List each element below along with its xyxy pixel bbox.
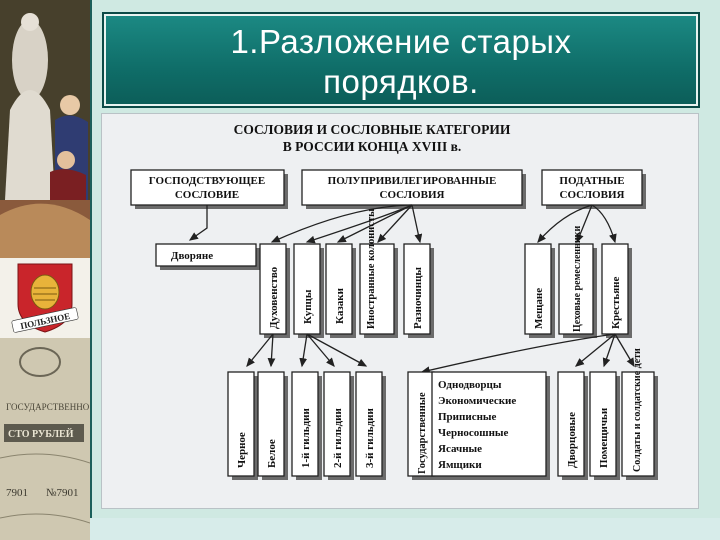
soldiers-box: Солдаты и солдатские дети [621,348,658,480]
clergy-black-box: Черное [227,371,258,480]
category-assigned: Приписные [438,411,496,423]
svg-text:СТО РУБЛЕЙ: СТО РУБЛЕЙ [8,428,74,440]
semi-group-raznochintsy: Разночинцы [403,243,434,338]
connectors-top [188,204,617,244]
nobles-box: Дворяне [155,243,260,270]
svg-text:СОСЛОВИЯ: СОСЛОВИЯ [380,189,445,201]
svg-text:Черное: Черное [236,432,248,468]
svg-text:Казаки: Казаки [334,287,346,324]
semi-group-cossacks: Казаки [325,243,356,338]
svg-text:1-й гильдии: 1-й гильдии [300,408,312,468]
svg-text:3-й гильдии: 3-й гильдии [364,408,376,468]
svg-text:Иностранные колонисты: Иностранные колонисты [366,209,377,329]
taxed-group-peasants: Крестьяне [601,243,632,338]
diagram-panel: СОСЛОВИЯ И СОСЛОВНЫЕ КАТЕГОРИИ В РОССИИ … [101,113,699,509]
semi-group-merchants: Купцы [293,243,324,338]
taxed-group-artisans: Цеховые ремесленники [558,226,597,338]
guild-3-box: 3-й гильдии [355,371,386,480]
svg-text:Купцы: Купцы [302,289,314,324]
svg-text:СОСЛОВИЯ: СОСЛОВИЯ [560,189,625,201]
guild-2-box: 2-й гильдии [323,371,354,480]
svg-text:ПОЛУПРИВИЛЕГИРОВАННЫЕ: ПОЛУПРИВИЛЕГИРОВАННЫЕ [328,175,497,187]
ruling-estate-box: ГОСПОДСТВУЮЩЕЕ СОСЛОВИЕ [130,169,288,209]
svg-text:Мещане: Мещане [533,288,545,329]
state-peasant-categories-box: Однодворцы Экономические Приписные Черно… [431,371,550,480]
estates-diagram: СОСЛОВИЯ И СОСЛОВНЫЕ КАТЕГОРИИ В РОССИИ … [130,122,658,480]
svg-text:Белое: Белое [266,439,278,468]
svg-text:Духовенство: Духовенство [268,266,280,329]
connectors-bottom [246,333,635,375]
svg-text:ГОСУДАРСТВЕННО: ГОСУДАРСТВЕННО [6,402,90,412]
category-economic: Экономические [438,395,516,407]
landlord-peasants-box: Помещичьи [589,371,620,480]
category-odnodvortsy: Однодворцы [438,379,502,391]
category-chernososhnye: Черносошные [438,427,509,439]
svg-text:Дворцовые: Дворцовые [566,412,578,468]
svg-text:ПОДАТНЫЕ: ПОДАТНЫЕ [559,175,624,187]
svg-text:Солдаты и солдатские дети: Солдаты и солдатские дети [632,348,643,472]
coat-of-arms: ПОЛЬЗНОЕ [0,258,90,338]
svg-text:Государственные: Государственные [417,392,428,474]
taxed-group-townspeople: Мещане [524,243,555,338]
guild-1-box: 1-й гильдии [291,371,322,480]
semi-privileged-box: ПОЛУПРИВИЛЕГИРОВАННЫЕ СОСЛОВИЯ [301,169,526,209]
svg-text:Разночинцы: Разночинцы [412,267,424,329]
palace-peasants-box: Дворцовые [557,371,588,480]
banknote: ГОСУДАРСТВЕННО СТО РУБЛЕЙ №7901 7901 [0,338,90,540]
title-banner: 1.Разложение старых порядков. [102,12,700,108]
svg-text:Крестьяне: Крестьяне [610,276,622,329]
title-line-2: порядков. [323,63,479,100]
clergy-white-box: Белое [257,371,288,480]
category-yasachnye: Ясачные [438,443,482,455]
svg-text:2-й гильдии: 2-й гильдии [332,408,344,468]
svg-text:СОСЛОВИЕ: СОСЛОВИЕ [175,189,239,201]
diagram-heading-line-1: СОСЛОВИЯ И СОСЛОВНЫЕ КАТЕГОРИИ [234,122,511,137]
semi-group-colonists: Иностранные колонисты [359,209,398,338]
svg-text:Помещичьи: Помещичьи [598,407,610,468]
svg-text:№7901: №7901 [46,487,79,499]
diagram-heading-line-2: В РОССИИ КОНЦА XVIII в. [283,139,461,154]
category-coachmen: Ямщики [438,459,482,471]
portrait-painting [0,0,90,258]
svg-text:ГОСПОДСТВУЮЩЕЕ: ГОСПОДСТВУЮЩЕЕ [149,175,265,187]
slide-title: 1.Разложение старых порядков. [104,22,698,102]
taxed-estates-box: ПОДАТНЫЕ СОСЛОВИЯ [541,169,646,209]
semi-group-clergy: Духовенство [259,243,290,338]
svg-text:Дворяне: Дворяне [171,250,213,262]
svg-text:Цеховые ремесленники: Цеховые ремесленники [572,226,583,332]
title-line-1: 1.Разложение старых [230,23,572,60]
svg-text:7901: 7901 [6,487,28,499]
